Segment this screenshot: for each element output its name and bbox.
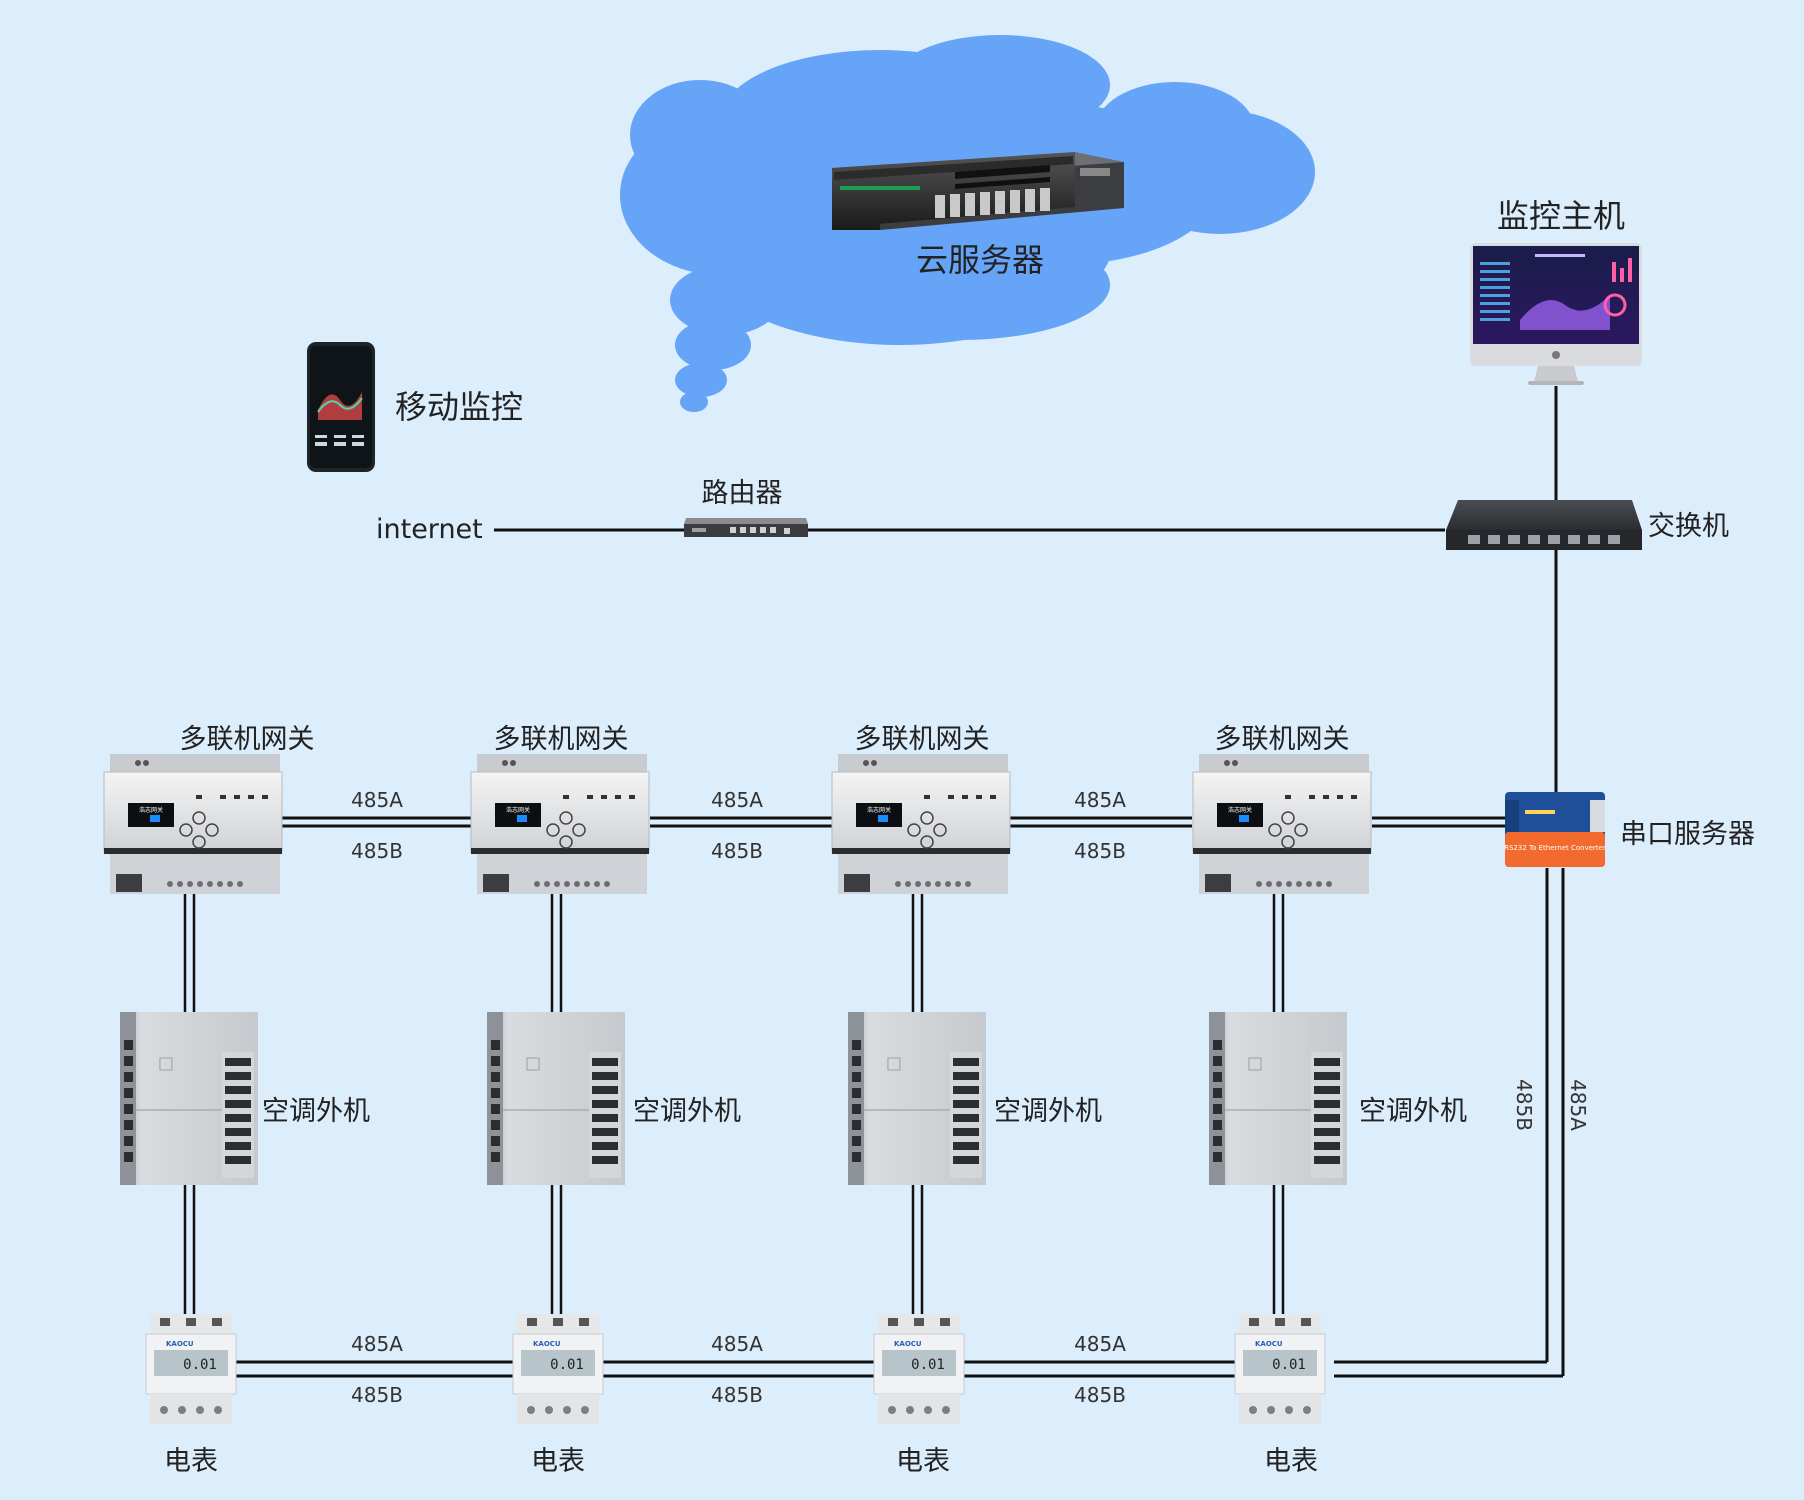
device-column: 多联机网关 浩志网关	[103, 724, 370, 1477]
meter-reading-text: 0.01	[183, 1357, 217, 1373]
meter-bus-lines	[232, 868, 1565, 1378]
bus-b-label: 485B	[1074, 1383, 1126, 1407]
meter-reading-text: 0.01	[911, 1357, 945, 1373]
gateway-label: 多联机网关	[180, 724, 315, 755]
router-icon	[684, 518, 808, 537]
cloud-icon	[620, 35, 1315, 412]
bus-b-label: 485B	[1074, 839, 1126, 863]
bus-b-label: 485B	[351, 839, 403, 863]
serial-server-chip-text: RS232 To Ethernet Converter	[1504, 844, 1606, 852]
router-label: 路由器	[702, 478, 783, 509]
bus-a-label: 485A	[1074, 788, 1126, 812]
vertical-bus-b-label: 485B	[1512, 1079, 1536, 1131]
mobile-monitor-label: 移动监控	[395, 388, 523, 426]
gateway-screen-text: 浩志网关	[506, 806, 530, 814]
serial-server-icon: RS232 To Ethernet Converter	[1504, 792, 1606, 867]
bus-a-label: 485A	[711, 1332, 763, 1356]
device-column: 多联机网关 浩志网关	[1192, 724, 1467, 1477]
vertical-bus-a-label: 485A	[1566, 1079, 1590, 1131]
meter-label: 电表	[896, 1446, 950, 1477]
gateway-label: 多联机网关	[855, 724, 990, 755]
meter-brand-text: KAOCU	[533, 1340, 561, 1348]
gateway-label: 多联机网关	[494, 724, 629, 755]
monitor-icon	[1470, 243, 1642, 385]
electric-meter-icon: KAOCU 0.01	[145, 1314, 237, 1424]
switch-icon	[1446, 500, 1642, 550]
ac-outdoor-label: 空调外机	[1359, 1096, 1467, 1127]
electric-meter-icon: KAOCU 0.01	[512, 1314, 604, 1424]
bus-a-label: 485A	[351, 1332, 403, 1356]
serial-server-label: 串口服务器	[1620, 819, 1755, 850]
meter-brand-text: KAOCU	[894, 1340, 922, 1348]
gateway-icon: 浩志网关	[103, 754, 283, 894]
meter-label: 电表	[1264, 1446, 1318, 1477]
switch-label: 交换机	[1648, 511, 1729, 542]
server-icon	[832, 152, 1124, 230]
bus-b-label: 485B	[711, 839, 763, 863]
ac-outdoor-unit-icon	[1209, 1012, 1347, 1185]
bus-b-label: 485B	[351, 1383, 403, 1407]
meter-brand-text: KAOCU	[1255, 1340, 1283, 1348]
meter-brand-text: KAOCU	[166, 1340, 194, 1348]
gateway-screen-text: 浩志网关	[1228, 806, 1252, 814]
gateway-icon: 浩志网关	[470, 754, 650, 894]
gateway-bus-lines	[282, 816, 1505, 828]
internet-label: internet	[376, 514, 483, 545]
ac-outdoor-label: 空调外机	[994, 1096, 1102, 1127]
gateway-label: 多联机网关	[1215, 724, 1350, 755]
meter-label: 电表	[164, 1446, 218, 1477]
ac-outdoor-label: 空调外机	[262, 1096, 370, 1127]
bus-b-label: 485B	[711, 1383, 763, 1407]
gateway-icon: 浩志网关	[1192, 754, 1372, 894]
meter-reading-text: 0.01	[550, 1357, 584, 1373]
ac-outdoor-unit-icon	[848, 1012, 986, 1185]
bus-a-label: 485A	[711, 788, 763, 812]
phone-icon	[307, 342, 375, 472]
monitor-host-label: 监控主机	[1497, 197, 1625, 235]
bus-a-label: 485A	[351, 788, 403, 812]
gateway-icon: 浩志网关	[831, 754, 1011, 894]
device-column: 多联机网关 浩志网关	[831, 724, 1102, 1477]
device-column: 多联机网关 浩志网关	[470, 724, 741, 1477]
meter-label: 电表	[531, 1446, 585, 1477]
electric-meter-icon: KAOCU 0.01	[873, 1314, 965, 1424]
ac-outdoor-unit-icon	[487, 1012, 625, 1185]
electric-meter-icon: KAOCU 0.01	[1234, 1314, 1326, 1424]
ac-outdoor-label: 空调外机	[633, 1096, 741, 1127]
gateway-screen-text: 浩志网关	[139, 806, 163, 814]
cloud-server-label: 云服务器	[916, 241, 1044, 279]
ac-outdoor-unit-icon	[120, 1012, 258, 1185]
gateway-screen-text: 浩志网关	[867, 806, 891, 814]
meter-reading-text: 0.01	[1272, 1357, 1306, 1373]
bus-a-label: 485A	[1074, 1332, 1126, 1356]
